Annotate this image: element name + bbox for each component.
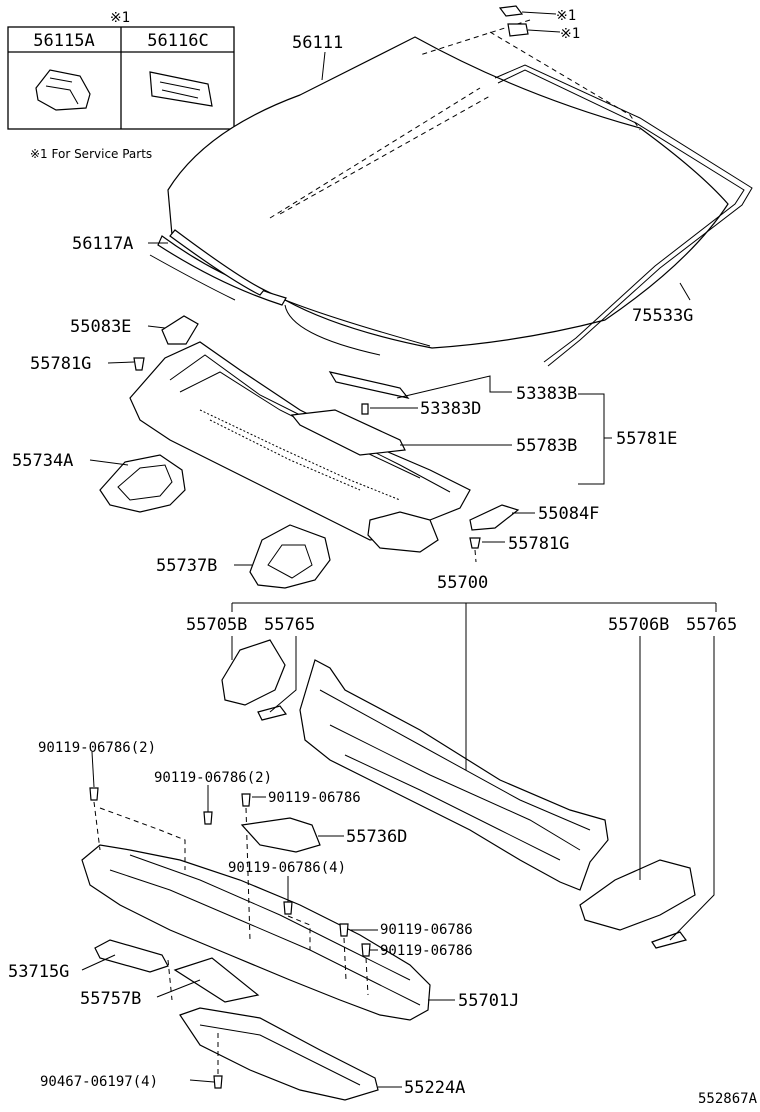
- moulding-56117A-drawing: [157, 229, 287, 306]
- clip-53383D-drawing: [361, 403, 369, 415]
- diagram-id: 552867A: [698, 1091, 758, 1107]
- label-55700: 55700: [437, 573, 488, 593]
- label-55765-left: 55765: [264, 615, 315, 635]
- part-56116C-label: 56116C: [147, 31, 208, 51]
- bolt-b5-drawing: [339, 923, 349, 937]
- label-55734A: 55734A: [12, 451, 73, 471]
- label-53383B: 53383B: [516, 384, 577, 404]
- bolt-b6-drawing: [361, 943, 371, 957]
- service-parts-box: ※1 56115A 56116C ※1 For Service Parts: [7, 10, 235, 161]
- label-55224A: 55224A: [404, 1078, 465, 1098]
- label-55757B: 55757B: [80, 989, 141, 1009]
- bracket-55705B-drawing: [221, 639, 286, 706]
- label-56117A: 56117A: [72, 234, 133, 254]
- cowl-top-panel-drawing: [129, 341, 471, 553]
- service-clips-top: ※1 ※1: [498, 5, 580, 42]
- label-bolt-b2: 90119-06786(2): [154, 770, 272, 786]
- bracket-55084F-drawing: [469, 504, 520, 531]
- label-55781G-top: 55781G: [30, 354, 91, 374]
- bracket-55706B-drawing: [579, 859, 696, 931]
- label-55705B: 55705B: [186, 615, 247, 635]
- service-marker: ※1: [110, 10, 130, 26]
- weatherstrip-drawing: [494, 64, 753, 367]
- label-55781G-bottom: 55781G: [508, 534, 569, 554]
- label-bolt-b6: 90119-06786: [380, 943, 473, 959]
- label-bolt-b1: 90119-06786(2): [38, 740, 156, 756]
- clip-55781G-bottom-drawing: [469, 537, 481, 549]
- label-bolt-b3: 90119-06786: [268, 790, 361, 806]
- part-labels: 56111 56117A 75533G 55083E 55781G 53383B…: [8, 33, 758, 1107]
- seal-55737B-drawing: [249, 524, 331, 589]
- cowl-panel-55700-drawing: [299, 659, 609, 891]
- leader-lines: [81, 51, 717, 1088]
- label-55083E: 55083E: [70, 317, 131, 337]
- label-55737B: 55737B: [156, 556, 217, 576]
- bolt-b3-drawing: [241, 793, 251, 807]
- label-bolt-b4: 90119-06786(4): [228, 860, 346, 876]
- part-56115A-label: 56115A: [33, 31, 94, 51]
- bolt-b4-drawing: [283, 901, 293, 915]
- label-55781E: 55781E: [616, 429, 677, 449]
- label-53383D: 53383D: [420, 399, 481, 419]
- louver-55224A-drawing: [179, 1007, 379, 1101]
- label-56111: 56111: [292, 33, 343, 53]
- label-55084F: 55084F: [538, 504, 599, 524]
- bolt-b1-drawing: [89, 787, 99, 801]
- bolt-b7-drawing: [213, 1075, 223, 1089]
- clip-55781G-top-drawing: [133, 357, 145, 371]
- lower-cowl-55701J-drawing: [81, 844, 431, 1021]
- bracket-55083E-drawing: [161, 315, 199, 345]
- pad-55765-left-drawing: [257, 705, 288, 721]
- windshield-glass-drawing: [149, 19, 729, 356]
- clip2-marker: ※1: [560, 26, 580, 42]
- label-55706B: 55706B: [608, 615, 669, 635]
- service-footnote: ※1 For Service Parts: [30, 147, 152, 161]
- clip-56116C-drawing: [149, 71, 213, 107]
- label-55783B: 55783B: [516, 436, 577, 456]
- label-bolt-b7: 90467-06197(4): [40, 1074, 158, 1090]
- label-55701J: 55701J: [458, 991, 519, 1011]
- seal-55736D-drawing: [240, 817, 321, 853]
- label-53715G: 53715G: [8, 962, 69, 982]
- sheet-55757B-drawing: [173, 957, 260, 1003]
- panel-55783B-drawing: [290, 409, 406, 456]
- bolt-b2-drawing: [203, 811, 213, 825]
- label-55736D: 55736D: [346, 827, 407, 847]
- pad-55765-right-drawing: [651, 931, 688, 949]
- seal-53383B-drawing: [328, 371, 410, 399]
- clip1-marker: ※1: [556, 8, 576, 24]
- label-55765-right: 55765: [686, 615, 737, 635]
- clip-56115A-drawing: [35, 69, 91, 111]
- seal-53715G-drawing: [94, 939, 169, 973]
- label-bolt-b5: 90119-06786: [380, 922, 473, 938]
- label-75533G: 75533G: [632, 306, 693, 326]
- seal-55734A-drawing: [99, 454, 186, 513]
